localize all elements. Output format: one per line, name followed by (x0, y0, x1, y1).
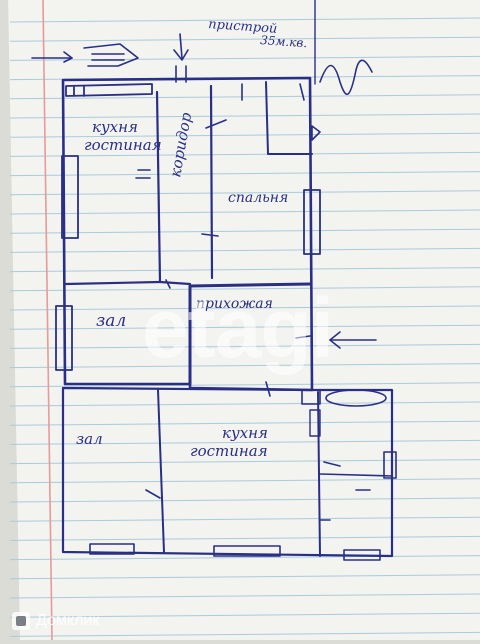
kitchen-bottom-label-1: кухня (222, 424, 268, 442)
ruled-line (9, 94, 480, 100)
top-left-block (65, 83, 153, 97)
ruled-line (9, 574, 480, 580)
ruled-line (9, 209, 480, 215)
ruled-line (9, 267, 480, 273)
watermark-logo: etagi (142, 281, 334, 375)
squiggle-mark (319, 59, 373, 95)
ruled-line (9, 612, 480, 618)
room-labels: пристрой 35м.кв. кухня гостиная коридор … (76, 17, 308, 460)
brand-logo: Домклик (12, 612, 99, 630)
left-window-middle (55, 305, 73, 371)
bedroom-label: спальня (228, 190, 288, 206)
ruled-line (9, 382, 480, 388)
wall-service-split (319, 473, 393, 477)
ruled-line (9, 247, 480, 253)
ruled-line (9, 459, 480, 465)
hall-top-label: зал (96, 311, 126, 331)
annex-note-line2: 35м.кв. (260, 33, 308, 50)
ruled-line (9, 171, 480, 177)
brand-name: Домклик (36, 612, 100, 629)
ruled-line (9, 420, 480, 426)
wall-kitchen-hall (64, 280, 162, 286)
ruled-line (9, 55, 480, 61)
ruled-line (9, 17, 480, 23)
bedroom-window (303, 189, 321, 255)
kitchen-bottom-label-2: гостиная (190, 442, 268, 460)
kitchen-top-label-1: кухня (92, 118, 138, 136)
wall-right-service (317, 391, 321, 557)
ruled-line (9, 497, 480, 503)
annex-note-line1: пристрой (208, 17, 278, 37)
entrance-arrow-top (31, 43, 139, 67)
wall-bedroom-closet (265, 81, 313, 155)
service-window (383, 451, 397, 479)
hallway-label: прихожая (196, 296, 273, 312)
ruled-line (9, 631, 480, 637)
hall-bottom-label: зал (76, 430, 103, 448)
ruled-line (9, 305, 480, 311)
ruled-line (9, 593, 480, 599)
ruled-line (9, 36, 480, 42)
left-window-upper (61, 155, 79, 239)
wall-hallway (188, 282, 312, 386)
bottom-window-1 (89, 543, 135, 555)
ruled-line (9, 343, 480, 349)
bottom-window-2 (213, 545, 281, 557)
ruled-line (9, 324, 480, 330)
sink (309, 409, 321, 437)
bottom-window-3 (343, 549, 381, 561)
ruled-line (9, 439, 480, 445)
entrance-arrow-right (329, 331, 377, 349)
ruled-line (9, 516, 480, 522)
stove (301, 389, 321, 405)
wall-corridor-bedroom (209, 84, 214, 280)
ruled-line (9, 555, 480, 561)
ruled-line (9, 401, 480, 407)
ruled-line (9, 113, 480, 119)
kitchen-top-label-2: гостиная (84, 136, 162, 154)
ruled-line (9, 535, 480, 541)
ruled-line (9, 190, 480, 196)
wall-hall-kitchen-lower (157, 389, 165, 553)
bathtub (325, 389, 387, 407)
brand-icon (12, 612, 30, 630)
ruled-line (9, 286, 480, 292)
door-marks (135, 83, 371, 521)
ruled-line (9, 363, 480, 369)
ruled-line (9, 228, 480, 234)
ruled-line (9, 151, 480, 157)
ruled-line (9, 478, 480, 484)
ruled-line (9, 132, 480, 138)
margin-line (42, 0, 53, 641)
